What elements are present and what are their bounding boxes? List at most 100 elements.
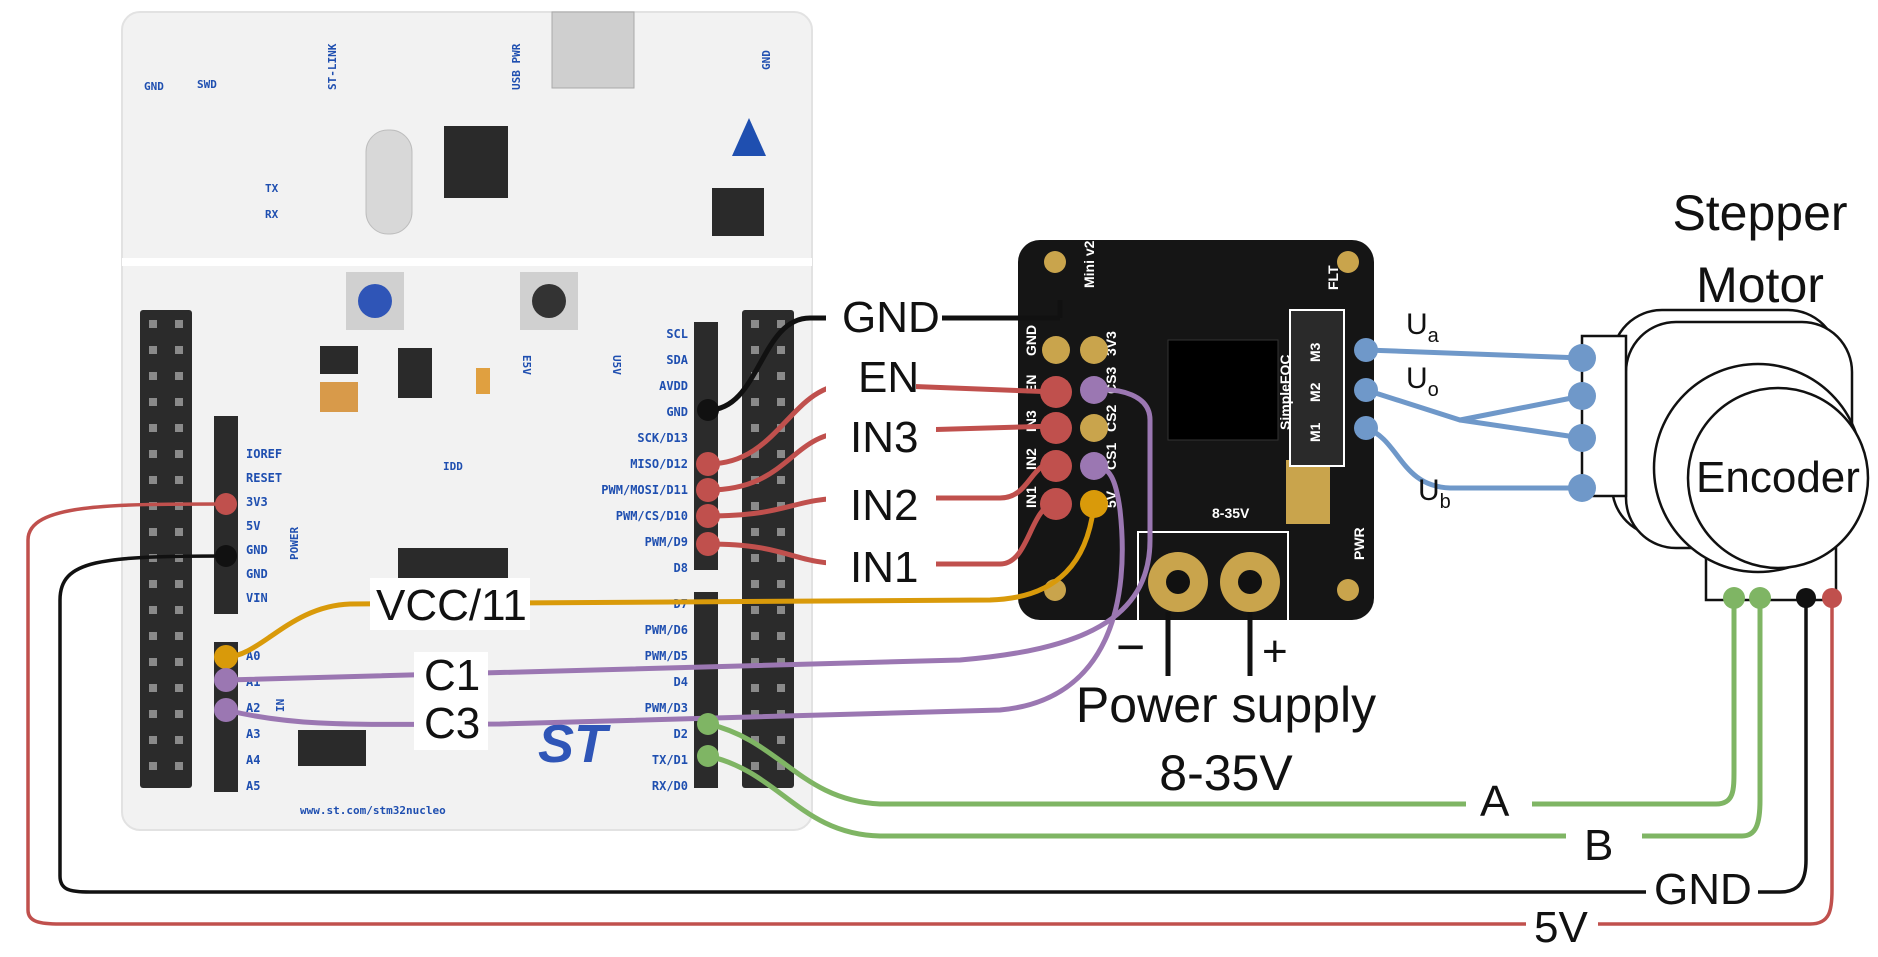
header-pin [149,632,157,640]
vcc-label: VCC/11 [376,581,527,630]
header-pin [751,710,759,718]
driver-in3-dot [1040,412,1072,444]
header-pin [777,658,785,666]
driver-voltage: 8-35V [1212,505,1250,521]
power-label: GND [246,567,268,581]
driver-version: Mini v2.3 [1081,229,1097,288]
header-pin [751,528,759,536]
enc-b-label: B [1584,821,1613,870]
gnd-wire [707,315,1060,413]
header-pin [175,424,183,432]
header-pin [149,346,157,354]
uo-label: Uo [1406,362,1439,401]
header-pin [777,372,785,380]
digital-header-upper [694,322,718,570]
nucleo-d12-dot [696,452,720,476]
board-url: www.st.com/stm32nucleo [300,804,446,817]
header-pin [777,554,785,562]
driver-pin-label: GND [1023,325,1039,356]
driver-chip [1167,339,1279,441]
header-pin [751,658,759,666]
motor-pin-label: M1 [1307,422,1323,442]
digital-label: D2 [674,727,688,741]
driver-title: SimpleFOC [1277,355,1293,430]
header-pin [751,684,759,692]
idd-label: IDD [443,460,463,473]
header-labels: SCLSDAAVDDGNDSCK/D13MISO/D12PWM/MOSI/D11… [246,327,689,793]
header-pin [149,320,157,328]
driver-cs3-dot [1080,376,1108,404]
header-pin [777,346,785,354]
user-button [358,284,392,318]
nucleo-d10-dot [696,504,720,528]
motor-pin-2-dot [1568,382,1596,410]
header-pin [777,476,785,484]
header-pin [149,580,157,588]
header-pin [175,502,183,510]
nucleo-d11-dot [696,478,720,502]
top-gnd-label: GND [144,80,164,93]
analog-title: IN [274,699,287,712]
analog-label: A4 [246,753,260,767]
header-pin [175,606,183,614]
analog-label: A5 [246,779,260,793]
digital-label: SCL [666,327,688,341]
driver-pin-label: IN1 [1023,486,1039,508]
digital-label: PWM/D3 [645,701,688,715]
digital-label: PWM/D9 [645,535,688,549]
ua-label: Ua [1406,308,1440,347]
power-label: 3V3 [246,495,268,509]
header-pin [777,398,785,406]
encoder-a-dot [1723,587,1745,609]
esd-logo-icon [732,118,766,156]
driver-en-dot [1040,376,1072,408]
enc-a-label: A [1480,777,1510,826]
power-label: GND [246,543,268,557]
driver-vcc-dot [1080,490,1108,518]
motor-title-line1: Stepper [1672,185,1847,241]
power-supply-label: Power supply [1076,677,1376,733]
motor-pin-1-dot [1568,344,1596,372]
in2-label: IN2 [850,481,918,530]
header-pin [149,528,157,536]
stepper-motor: Encoder [1580,308,1870,602]
header-pin [777,762,785,770]
driver-cs1-dot [1080,452,1108,480]
encoder-b-dot [1749,587,1771,609]
header-pin [149,372,157,380]
header-pin [751,320,759,328]
digital-label: TX/D1 [652,753,688,767]
rx-label: RX [265,208,279,221]
power-label: IOREF [246,447,282,461]
driver-pwr: PWR [1351,527,1367,560]
wire-labels: GND EN IN3 IN2 IN1 VCC/11 C1 C3 − + Powe… [370,185,1848,952]
motor-terminal [1289,309,1345,467]
header-pin [777,684,785,692]
nucleo-d1-dot [697,745,719,767]
crystal [365,129,413,235]
en-label: EN [858,353,919,402]
header-pin [777,632,785,640]
header-pin [149,736,157,744]
motor-pin-4-dot [1568,474,1596,502]
encoder-5v-dot [1822,588,1842,608]
header-pin [175,736,183,744]
header-pin [751,450,759,458]
digital-label: MISO/D12 [630,457,688,471]
ldo-chip [398,348,432,398]
left-morpho-header [140,310,192,788]
driver-gnd-pad [1042,336,1070,364]
encoder-gnd-dot [1796,588,1816,608]
header-pin [175,372,183,380]
driver-in2-dot [1040,450,1072,482]
digital-label: GND [666,405,688,419]
header-pin [149,658,157,666]
enc-5v-label: 5V [1534,903,1588,952]
header-pin [175,320,183,328]
header-pin [751,424,759,432]
phase-uo-wire2 [1459,417,1583,441]
header-pin [751,632,759,640]
header-pin [149,762,157,770]
header-pin [751,606,759,614]
phase-ua-wire [1365,347,1583,361]
